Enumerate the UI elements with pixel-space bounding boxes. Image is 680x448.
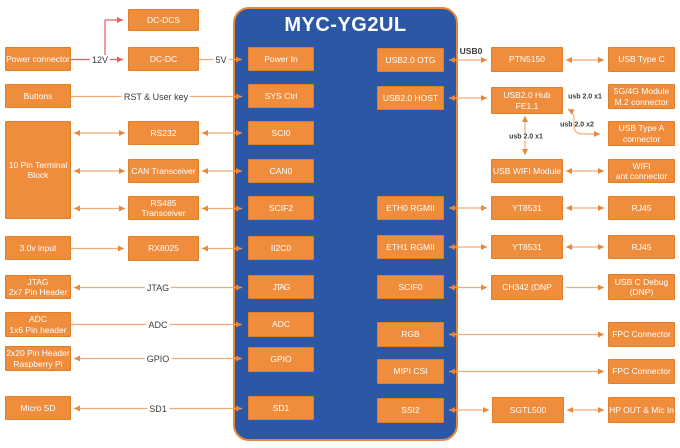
node-rs232: RS232 — [128, 121, 199, 145]
node-ch342: CH342 (DNP — [491, 275, 563, 300]
wire-label-usb20x1-a: usb 2.0 x1 — [566, 93, 604, 101]
pin-sci0: SCI0 — [248, 121, 314, 145]
node-sgtl500: SGTL500 — [492, 397, 564, 423]
som-title: MYC-YG2UL — [284, 14, 407, 36]
wire-label-usb20x2: usb 2.0 x2 — [560, 121, 594, 129]
node-adc-header: ADC 1x6 Pin header — [5, 312, 71, 337]
wire-label-adc: ADC — [146, 320, 170, 330]
wire-label-usb0: USB0 — [459, 46, 483, 56]
wire-label-rst-user-key: RST & User key — [121, 92, 191, 102]
pin-eth1-rgmii: ETH1 RGMII — [377, 235, 444, 259]
node-wifi-ant-connector: WIFI ant connector — [608, 159, 675, 183]
pin-adc: ADC — [248, 312, 314, 337]
node-usb-wifi-module: USB WIFI Module — [491, 159, 563, 183]
pin-sys-ctrl: SYS Ctrl — [248, 84, 314, 108]
pin-scif2: SCIF2 — [248, 196, 314, 220]
node-usb-c-debug: USB C Debug (DNP) — [608, 274, 675, 300]
pin-ii2c0: II2C0 — [248, 236, 314, 260]
node-dc-dcs: DC-DCS — [128, 9, 199, 31]
pin-sd1: SD1 — [248, 396, 314, 420]
wire-label-jtag: JTAG — [144, 283, 172, 293]
node-usb-type-c: USB Type C — [608, 47, 675, 72]
wire-label-sd1: SD1 — [147, 404, 169, 414]
pin-scif0: SCIF0 — [377, 275, 444, 299]
node-fpc-connector-2: FPC Connector — [608, 359, 675, 384]
node-micro-sd: Micro SD — [5, 396, 71, 420]
pin-can0: CAN0 — [248, 159, 314, 183]
node-jtag-header: JTAG 2x7 Pin Header — [5, 275, 71, 299]
wire-label-usb20x1-b: usb 2.0 x1 — [507, 133, 545, 141]
pin-rgb: RGB — [377, 322, 444, 347]
node-power-connector: Power connector — [5, 47, 71, 71]
node-hp-out-mic-in: HP OUT & Mic In — [608, 397, 675, 423]
node-rs485-transceiver: RS485 Transceiver — [128, 196, 199, 220]
node-can-transceiver: CAN Transceiver — [128, 159, 199, 183]
node-dc-dc: DC-DC — [128, 47, 199, 71]
node-buttons: Buttons — [5, 84, 71, 108]
pin-usb2-otg: USB2.0 OTG — [377, 48, 444, 72]
pin-jtag: JTAG — [248, 275, 314, 299]
pin-power-in: Power In — [248, 47, 314, 71]
node-10pin-terminal-block: 10 Pin Terminal Block — [5, 121, 71, 219]
node-rx8025: RX8025 — [128, 236, 199, 261]
node-usb-type-a-connector: USB Type A connector — [608, 121, 675, 146]
node-rj45-2: RJ45 — [608, 235, 675, 259]
pin-usb2-host: USB2.0 HOST — [377, 86, 444, 110]
node-yt8531-2: YT8531 — [491, 235, 563, 259]
node-ptn5150: PTN5150 — [491, 47, 563, 72]
pin-eth0-rgmii: ETH0 RGMII — [377, 196, 444, 220]
pin-mipi-csi: MIPI CSI — [377, 359, 444, 384]
node-3v-input: 3.0v input — [5, 236, 71, 260]
wire-label-gpio: GPIO — [144, 354, 172, 364]
pin-ssi2: SSI2 — [377, 398, 444, 423]
node-rpi-header: 2x20 Pin Header Raspberry Pi — [5, 346, 71, 371]
node-fpc-connector-1: FPC Connector — [608, 322, 675, 347]
wire-label-5v: 5V — [213, 55, 229, 65]
node-rj45-1: RJ45 — [608, 196, 675, 220]
pin-gpio: GPIO — [248, 347, 314, 372]
node-5g4g-m2-connector: 5G/4G Module M.2 connector — [608, 84, 675, 109]
node-yt8531-1: YT8531 — [491, 196, 563, 220]
wire-label-12v: 12V — [89, 55, 111, 65]
node-usb-hub: USB2.0 Hub FE1.1 — [491, 87, 563, 114]
